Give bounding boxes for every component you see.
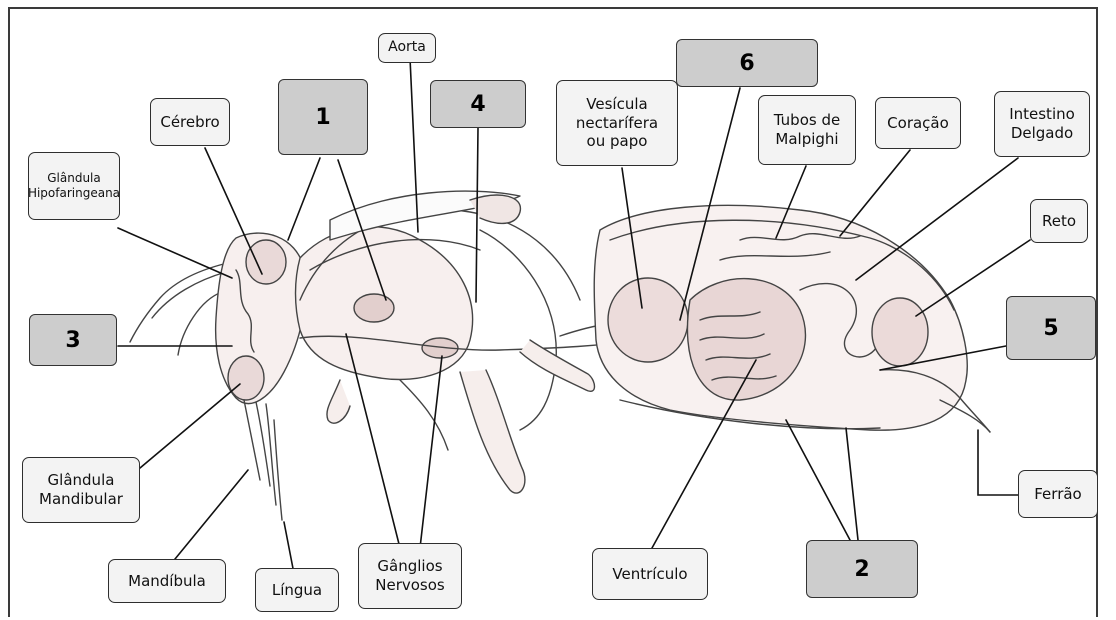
leader-ganglios-b (420, 356, 442, 548)
leg-1 (327, 380, 350, 423)
number-box-1: 1 (278, 79, 368, 155)
label-aorta: Aorta (378, 33, 436, 63)
leg-4 (400, 380, 448, 450)
leader-2a (786, 420, 850, 540)
tongue (274, 420, 282, 520)
label-glandula-hipofaringeana: Glândula Hipofaringeana (28, 152, 120, 220)
label-coracao: Coração (875, 97, 961, 149)
number-box-6: 6 (676, 39, 818, 87)
leader-intestino (856, 158, 1018, 280)
leg-2 (460, 370, 525, 493)
label-tubos-malpighi: Tubos de Malpighi (758, 95, 856, 165)
number-box-4: 4 (430, 80, 526, 128)
label-reto: Reto (1030, 199, 1088, 243)
label-intestino-delgado: Intestino Delgado (994, 91, 1090, 157)
label-ventriculo: Ventrículo (592, 548, 708, 600)
mandibular-gland-shape (228, 356, 264, 400)
number-box-3: 3 (29, 314, 117, 366)
leader-hipofaringeana (118, 228, 232, 278)
leader-mandibula (166, 470, 248, 570)
leader-ferrao (978, 430, 1018, 495)
number-box-2: 2 (806, 540, 918, 598)
thoracic-ganglion (354, 294, 394, 322)
label-lingua: Língua (255, 568, 339, 612)
honey-stomach (608, 278, 688, 362)
rectum (872, 298, 928, 366)
leader-glandula-mandibular (140, 384, 240, 468)
label-cerebro: Cérebro (150, 98, 230, 146)
label-vesicula: Vesícula nectarífera ou papo (556, 80, 678, 166)
mouthparts (244, 400, 276, 505)
label-mandibula: Mandíbula (108, 559, 226, 603)
label-glandula-mandibular: Glândula Mandibular (22, 457, 140, 523)
label-ganglios-nervosos: Gânglios Nervosos (358, 543, 462, 609)
brain-shape (246, 240, 286, 284)
number-box-5: 5 (1006, 296, 1096, 360)
leader-2b (846, 428, 858, 540)
leader-4 (476, 128, 478, 302)
leader-1a (288, 158, 320, 240)
label-ferrao: Ferrão (1018, 470, 1098, 518)
